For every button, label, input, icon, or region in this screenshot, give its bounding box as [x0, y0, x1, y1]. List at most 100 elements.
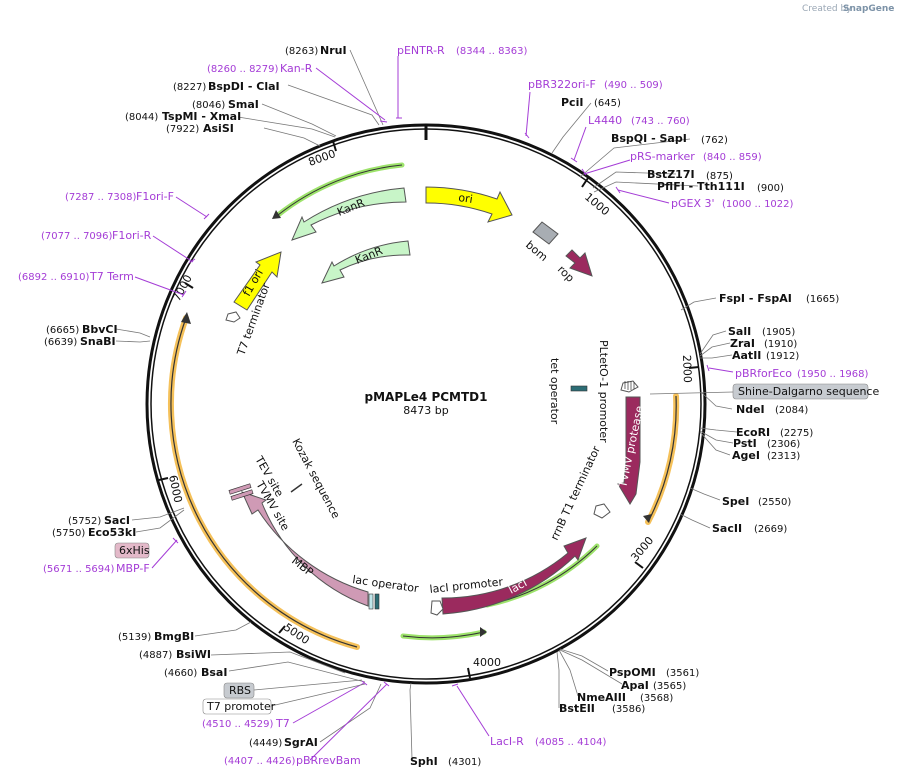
site-bstz17i[interactable]: BstZ17I — [647, 168, 695, 181]
tick-3000 — [634, 561, 644, 569]
site-asisi[interactable]: AsiSI — [203, 122, 234, 135]
site-pcii[interactable]: PciI — [561, 96, 583, 109]
tet-operator-feature[interactable] — [570, 385, 588, 392]
primer-f1ori-f[interactable]: F1ori-F — [136, 190, 174, 203]
site-pos-apai: (3565) — [653, 681, 686, 692]
site-bsteii[interactable]: BstEII — [559, 702, 595, 715]
rbs-box[interactable] — [223, 682, 255, 699]
tick-label-1000: 1000 — [582, 190, 612, 218]
site-ecori[interactable]: EcoRI — [736, 426, 770, 439]
primer-kan-r[interactable]: Kan-R — [280, 62, 313, 75]
orf-arc-left-head — [181, 312, 191, 324]
bom-feature[interactable] — [532, 221, 559, 245]
laci-feature[interactable] — [441, 537, 587, 615]
primer-range-l4440: (743 .. 760) — [631, 116, 690, 127]
site-zrai[interactable]: ZraI — [730, 337, 755, 350]
site-tspmi-xmai[interactable]: TspMI - XmaI — [162, 110, 241, 123]
his-tag-box[interactable] — [114, 542, 150, 559]
site-nrui[interactable]: NruI — [320, 44, 347, 57]
site-pflfi-tth111i[interactable]: PflFI - Tth111I — [657, 180, 745, 193]
site-snabi[interactable]: SnaBI — [80, 335, 116, 348]
primer-pbrrevbam[interactable]: pBRrevBam — [296, 754, 361, 767]
primer-prs-marker[interactable]: pRS-marker — [630, 150, 695, 163]
site-bmgbi[interactable]: BmgBI — [154, 630, 194, 643]
kozak-feature[interactable] — [290, 483, 303, 493]
shine-dalgarno-box[interactable] — [732, 383, 869, 400]
site-bsiwi[interactable]: BsiWI — [176, 648, 211, 661]
tev-site-feature[interactable] — [228, 483, 252, 495]
site-pos-tspmi: (8044) — [125, 112, 158, 123]
kanr-feature-inner[interactable] — [321, 240, 411, 284]
primer-range-pentr-r: (8344 .. 8363) — [456, 46, 528, 57]
site-ndei[interactable]: NdeI — [736, 403, 765, 416]
pltet-promoter-label: PLtetO-1 promoter — [597, 340, 610, 443]
primer-f1ori-r[interactable]: F1ori-R — [112, 229, 152, 242]
site-bbvci[interactable]: BbvCI — [82, 323, 118, 336]
site-sphi[interactable]: SphI — [410, 755, 438, 768]
site-saci[interactable]: SacI — [104, 514, 130, 527]
orf-arc-bottom-head — [480, 627, 487, 637]
primer-range-f1ori-f: (7287 .. 7308) — [65, 192, 137, 203]
site-nmeaiii[interactable]: NmeAIII — [577, 691, 626, 704]
site-sacii[interactable]: SacII — [712, 522, 742, 535]
t7-terminator-feature[interactable] — [225, 311, 241, 323]
site-smai[interactable]: SmaI — [228, 98, 259, 111]
site-pos-saci: (5752) — [68, 516, 101, 527]
shine-dalgarno-leader — [649, 391, 734, 395]
site-bsai[interactable]: BsaI — [201, 666, 227, 679]
site-pos-bsteii: (3586) — [612, 704, 645, 715]
site-pos-aatii: (1912) — [766, 351, 799, 362]
site-pos-snabi: (6639) — [44, 337, 77, 348]
kanr-label-outer: KanR — [335, 196, 367, 219]
site-psti[interactable]: PstI — [733, 437, 757, 450]
site-aatii[interactable]: AatII — [732, 349, 761, 362]
primer-t7[interactable]: T7 — [275, 717, 290, 730]
primer-mbp-f[interactable]: MBP-F — [116, 562, 150, 575]
primer-pentr-r[interactable]: pENTR-R — [397, 44, 445, 57]
ori-feature[interactable] — [425, 186, 513, 223]
site-bspqi-sapi[interactable]: BspQI - SapI — [611, 132, 687, 145]
primer-pbrforeco[interactable]: pBRforEco — [735, 367, 792, 380]
site-pos-agei: (2313) — [767, 451, 800, 462]
site-pos-bsai: (4660) — [164, 668, 197, 679]
primer-pbr322ori-f[interactable]: pBR322ori-F — [528, 78, 596, 91]
f1ori-feature[interactable] — [233, 251, 282, 311]
lac-operator-feature-a[interactable] — [368, 593, 374, 610]
lac-operator-feature-b[interactable] — [374, 593, 380, 610]
kanr-feature-outer[interactable] — [291, 187, 407, 241]
t7-promoter-box[interactable] — [202, 698, 272, 715]
primer-range-pbrrevbam: (4407 .. 4426) — [224, 756, 296, 767]
site-sali[interactable]: SalI — [728, 325, 751, 338]
tick-2000 — [688, 366, 700, 369]
orf-arc-top-head — [272, 210, 281, 219]
primer-range-pbrforeco: (1950 .. 1968) — [797, 369, 869, 380]
site-spei[interactable]: SpeI — [722, 495, 749, 508]
tvmv-site-feature[interactable] — [230, 489, 254, 501]
site-pos-bspqi: (762) — [701, 135, 728, 146]
rop-feature[interactable] — [565, 249, 593, 277]
site-pspomi[interactable]: PspOMI — [609, 666, 656, 679]
primer-range-pbr322ori-f: (490 .. 509) — [604, 80, 663, 91]
laci-promoter-feature[interactable] — [430, 600, 444, 616]
tick-1000 — [581, 177, 589, 188]
site-fspi-fspai[interactable]: FspI - FspAI — [719, 292, 792, 305]
mbp-feature[interactable] — [241, 491, 369, 607]
primer-t7term[interactable]: T7 Term — [89, 270, 134, 283]
primer-pgex3[interactable]: pGEX 3' — [671, 197, 715, 210]
tick-5000 — [278, 625, 286, 634]
pltet-promoter-feature[interactable] — [620, 380, 639, 393]
primer-laci-r[interactable]: LacI-R — [490, 735, 524, 748]
site-apai[interactable]: ApaI — [621, 679, 649, 692]
primer-range-prs-marker: (840 .. 859) — [703, 152, 762, 163]
site-eco53ki[interactable]: Eco53kI — [88, 526, 136, 539]
site-bspdi-clai[interactable]: BspDI - ClaI — [208, 80, 280, 93]
kozak-label: Kozak sequence — [289, 436, 342, 521]
site-sgrai[interactable]: SgrAI — [284, 736, 318, 749]
tick-8000 — [332, 140, 337, 152]
credit-text: Created by — [802, 4, 852, 14]
rrnb-terminator-feature[interactable] — [593, 503, 611, 519]
primer-l4440[interactable]: L4440 — [588, 114, 622, 127]
site-agei[interactable]: AgeI — [732, 449, 760, 462]
orf-arc-top-line — [277, 164, 403, 216]
tvmv-protease-feature[interactable] — [617, 396, 641, 505]
